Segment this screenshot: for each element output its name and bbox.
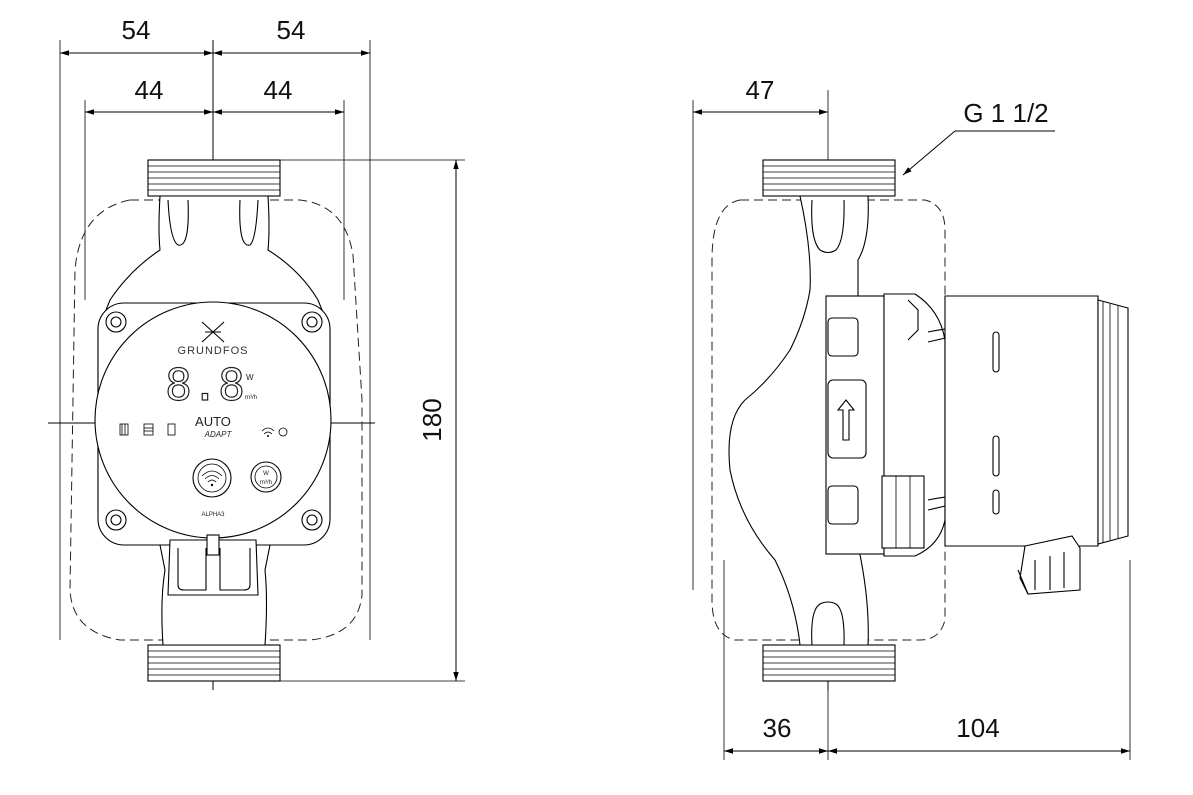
- dim-label-44-left: 44: [135, 75, 164, 105]
- wifi-icon: [201, 470, 223, 487]
- motor-head-side: [825, 293, 976, 557]
- display-unit-button[interactable]: W m³/h: [250, 461, 282, 493]
- wifi-indicator-icon: [261, 427, 288, 437]
- display-unit-power: W: [246, 373, 254, 382]
- dim-label-47: 47: [746, 75, 775, 105]
- stator-can-side: [944, 295, 1129, 547]
- mode-icons: [119, 423, 176, 436]
- insulation-shell-side: [711, 199, 946, 641]
- dim-label-54-left: 54: [122, 15, 151, 45]
- grundfos-logo-icon: [201, 321, 225, 343]
- front-view: 54 54 44 44 180: [48, 15, 465, 690]
- button-unit-power: W: [263, 471, 269, 477]
- dim-label-104: 104: [956, 713, 999, 743]
- bottom-connector-front: [147, 644, 281, 682]
- brand-label: GRUNDFOS: [178, 345, 249, 357]
- side-view: 47 36 104 G 1 1/2: [692, 75, 1131, 760]
- display-digits: 8.8: [165, 360, 244, 411]
- display-unit-flow: m³/h: [245, 395, 257, 401]
- dim-label-180: 180: [417, 398, 447, 441]
- bottom-connector-side: [762, 644, 896, 682]
- dim-label-44-right: 44: [264, 75, 293, 105]
- wireless-button[interactable]: [192, 458, 232, 498]
- insulation-shell-front: [69, 199, 363, 641]
- cable-connector-front: [167, 534, 259, 596]
- dim-label-36: 36: [763, 713, 792, 743]
- dim-label-54-right: 54: [277, 15, 306, 45]
- cable-plug-side: [1017, 535, 1081, 595]
- top-connector-side: [762, 159, 896, 197]
- thread-label: G 1 1/2: [963, 98, 1048, 128]
- model-label: ALPHA3: [201, 512, 225, 518]
- button-unit-flow: m³/h: [260, 480, 272, 486]
- mounting-bolts: [105, 311, 323, 531]
- mode-auto-label: AUTO: [195, 414, 231, 429]
- top-connector-front: [147, 159, 281, 197]
- flow-arrow-icon: [836, 399, 856, 441]
- mode-adapt-label: ADAPT: [204, 430, 233, 439]
